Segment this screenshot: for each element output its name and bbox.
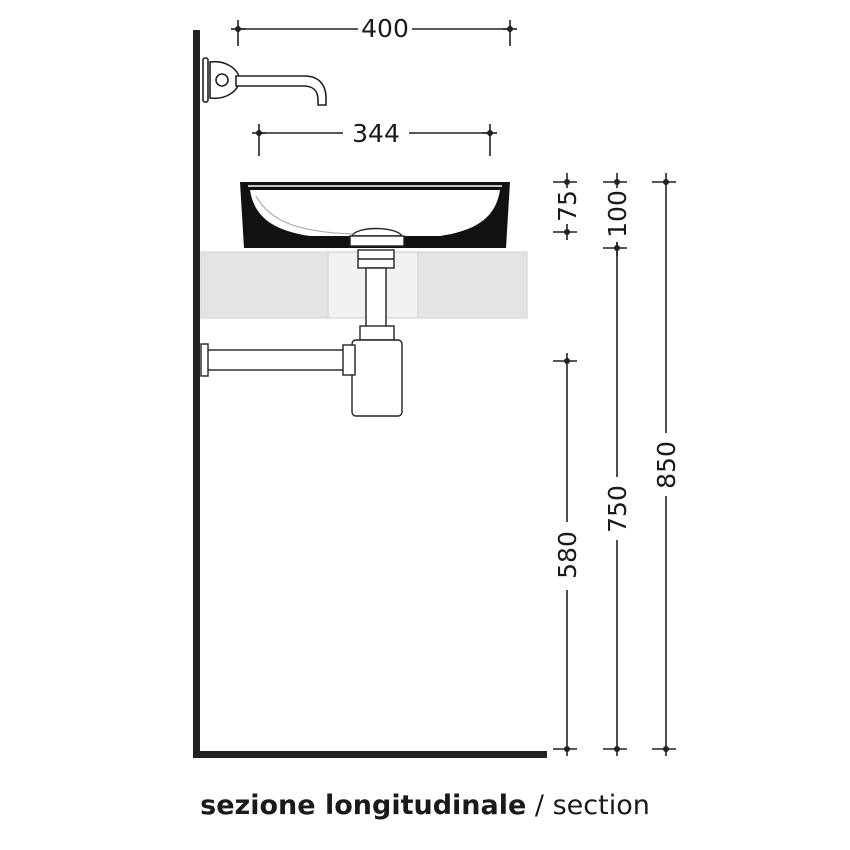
wall-and-floor — [193, 30, 547, 758]
vessel-basin — [240, 182, 510, 248]
dimension-basin-top: 100 — [603, 173, 632, 256]
caption-italian: sezione longitudinale — [200, 790, 527, 821]
label-basin-width: 344 — [352, 119, 400, 148]
label-basin-height: 75 — [553, 190, 582, 222]
label-floor-to-trap: 580 — [553, 531, 582, 579]
dimension-floor-to-basin-top: 850 — [652, 173, 681, 756]
label-faucet-reach: 400 — [361, 14, 409, 43]
dimension-floor-to-trap: 580 — [553, 353, 582, 756]
waste-trap — [200, 249, 403, 417]
dimension-faucet-reach: 400 — [231, 14, 517, 46]
dimension-floor-to-counter: 750 — [603, 242, 632, 756]
drawing-caption: sezione longitudinale / section — [0, 790, 850, 821]
dimension-basin-width: 344 — [252, 119, 497, 156]
wall-faucet — [202, 57, 327, 106]
caption-separator: / — [526, 790, 553, 821]
label-basin-top: 100 — [603, 190, 632, 238]
caption-english: section — [552, 790, 650, 821]
label-floor-to-counter: 750 — [603, 485, 632, 533]
dimension-basin-height: 75 — [553, 173, 582, 240]
label-floor-to-basin-top: 850 — [652, 441, 681, 489]
